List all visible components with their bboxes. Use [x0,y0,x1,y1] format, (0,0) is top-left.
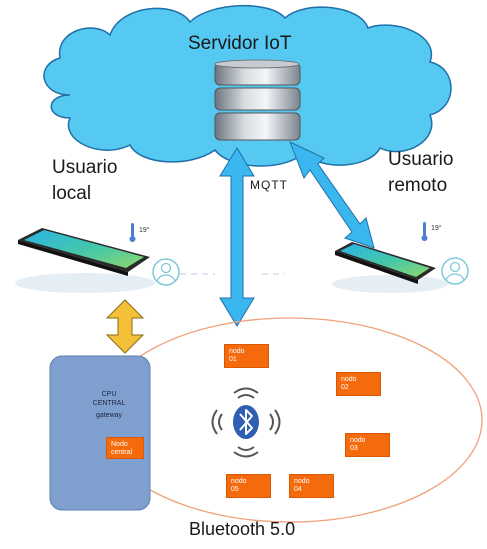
node-03-line1: nodo [350,437,366,444]
node-02: nodo 02 [336,372,381,396]
remote-user-arrow [289,141,375,249]
node-05-line1: nodo [231,478,247,485]
smartphone-icon-local [15,228,155,293]
node-01-line1: nodo [229,348,245,355]
central-node: Nodo central [106,437,144,459]
gateway-line2: CENTRAL [92,400,126,407]
node-04-line2: 04 [294,486,302,493]
central-node-line1: Nodo [111,441,128,448]
central-node-line2: central [111,449,133,456]
node-01-line2: 01 [229,356,237,363]
bluetooth-icon [233,405,259,439]
bluetooth-version-label: Bluetooth 5.0 [189,519,296,539]
node-02-line2: 02 [341,384,349,391]
node-04: nodo 04 [289,474,334,498]
gateway-line1: CPU [101,391,117,398]
database-server-icon [214,59,301,141]
user-avatar-icon-remote [441,257,469,285]
node-02-line1: nodo [341,376,357,383]
wifi-signal-icon [211,387,281,458]
gateway-label: CPU CENTRAL gateway [84,390,134,420]
remote-user-label: Usuario remoto [388,147,453,199]
local-user-label: Usuario local [52,155,117,207]
thermometer-icon-local [129,223,136,242]
node-03-line2: 03 [350,445,358,452]
remote-user-label-line1: Usuario [388,149,454,170]
temperature-local: 19° [139,227,150,234]
user-avatar-icon-local [152,258,180,286]
mqtt-label: MQTT [250,178,288,192]
gateway-sub: gateway [95,412,123,419]
cloud-icon [43,4,452,167]
node-04-line1: nodo [294,478,310,485]
node-05: nodo 05 [226,474,271,498]
thermometer-icon-remote [421,222,428,241]
node-03: nodo 03 [345,433,390,457]
server-title: Servidor IoT [188,33,292,54]
node-05-line2: 05 [231,486,239,493]
mqtt-vertical-arrow [219,147,255,327]
temperature-remote: 19° [431,225,442,232]
local-user-label-line2: local [52,183,92,204]
node-01: nodo 01 [224,344,269,368]
local-user-label-line1: Usuario [52,157,118,178]
gateway-yellow-arrow [105,299,145,354]
smartphone-icon-remote [332,242,448,293]
remote-user-label-line2: remoto [388,175,448,196]
gateway-box [49,355,151,511]
